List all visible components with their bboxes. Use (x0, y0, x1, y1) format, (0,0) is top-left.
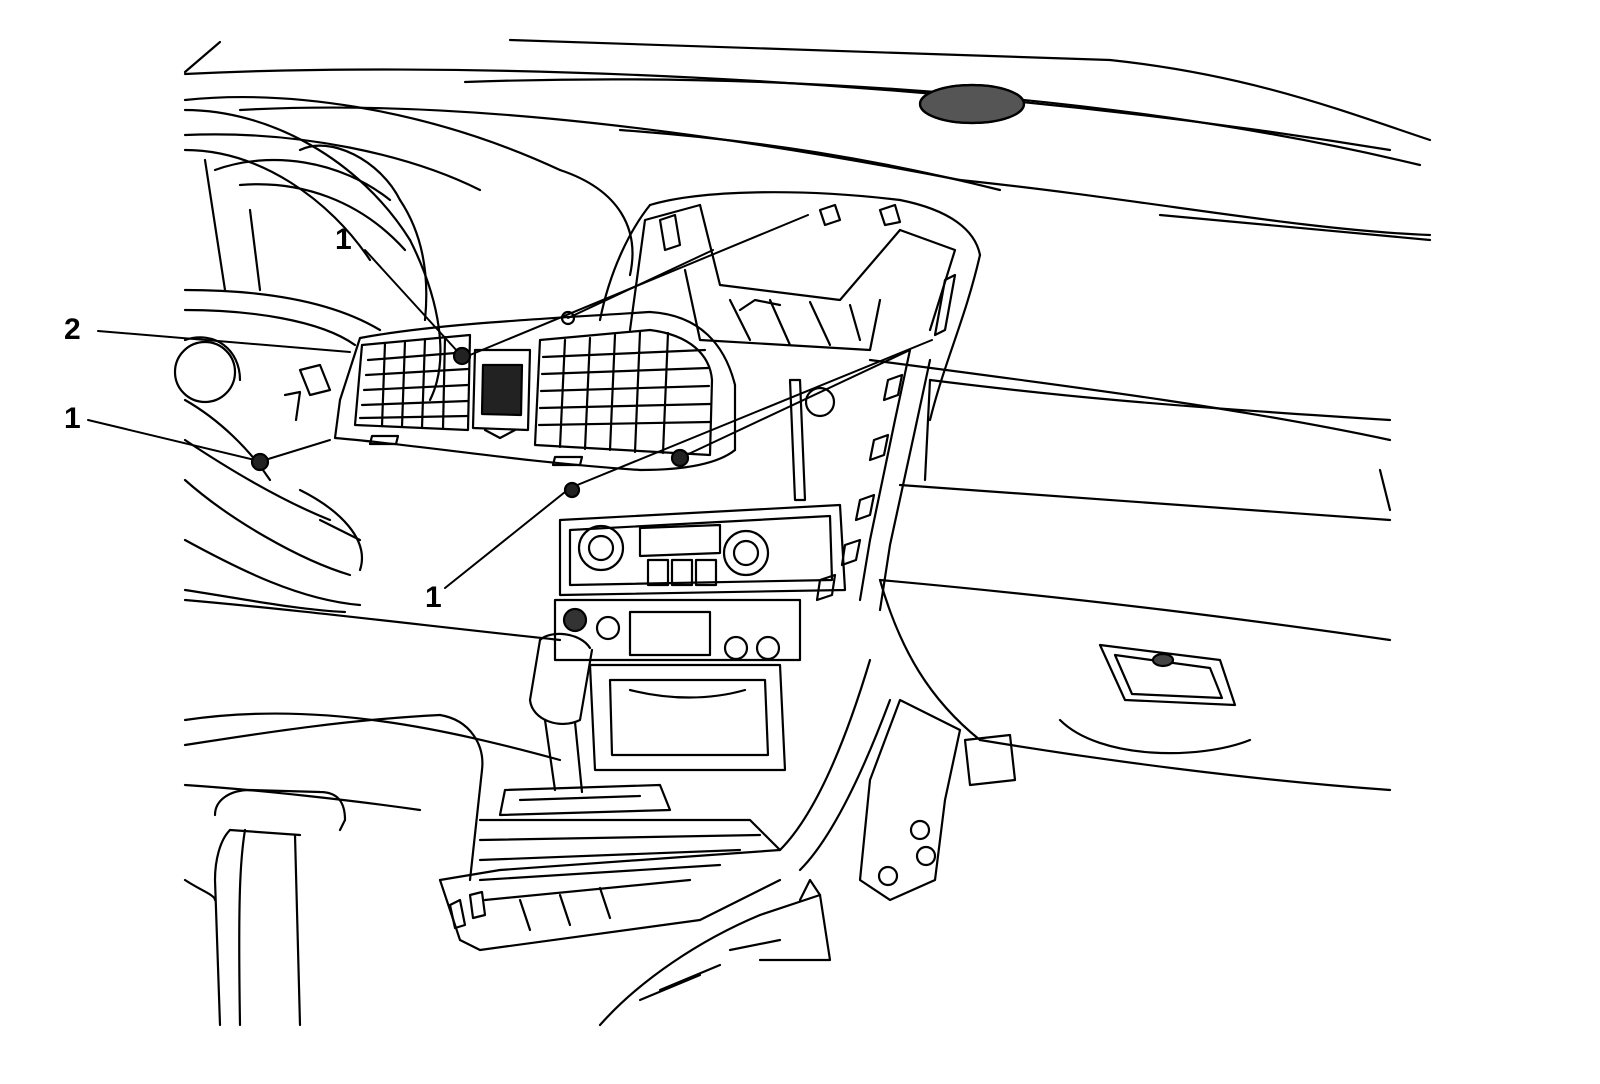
left-round-vent (173, 336, 332, 422)
glove-box-handle (1098, 643, 1237, 707)
gear-shifter (498, 632, 672, 817)
speaker-grille (918, 83, 1026, 125)
dash-top (183, 38, 1432, 242)
fasteners (250, 310, 690, 499)
callout-1-upper: 1 (335, 223, 352, 256)
seat-armrest (183, 713, 484, 1027)
support-bracket (858, 698, 1017, 902)
lower-dash-left (183, 598, 562, 762)
callout-1-left: 1 (64, 402, 81, 435)
air-outlet-bezel (333, 310, 737, 472)
floor-console (438, 658, 892, 952)
hvac-control-panel (558, 378, 847, 597)
passenger-dash (868, 358, 1392, 792)
storage-bin (588, 663, 787, 772)
lower-console-sides (598, 878, 832, 1027)
center-stack-frame (598, 191, 982, 612)
steering-wheel (183, 108, 442, 614)
leader-lines (87, 214, 933, 589)
accessory-panel (553, 598, 802, 662)
callout-2-bezel: 2 (64, 313, 81, 346)
instrument-cluster-hood (183, 96, 634, 322)
callout-1-lower: 1 (425, 581, 442, 614)
